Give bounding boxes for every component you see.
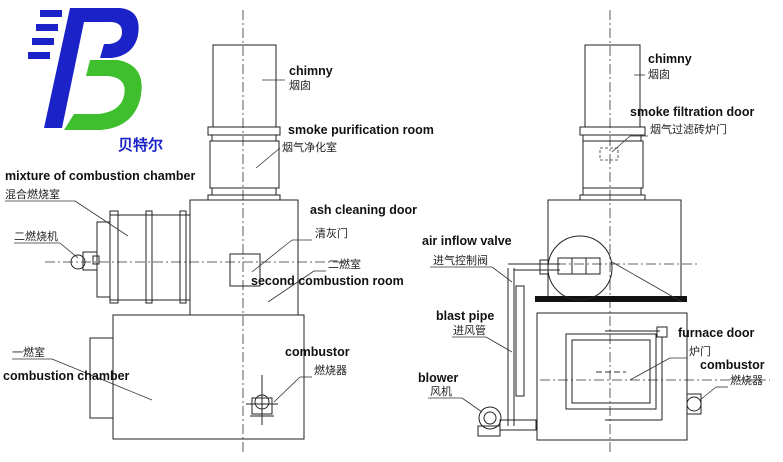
mixture-label-en: mixture of combustion chamber bbox=[5, 169, 195, 183]
second-room-label-cn: 二燃室 bbox=[328, 257, 361, 271]
right-chimney-label-en: chimny bbox=[648, 52, 692, 66]
blower-icon bbox=[477, 406, 537, 437]
secondary-burner-label: 二燃烧机 bbox=[14, 229, 58, 243]
blower-label-en: blower bbox=[418, 371, 458, 385]
blast-pipe bbox=[507, 259, 560, 426]
second-room-label-en: second combustion room bbox=[251, 274, 404, 288]
blast-pipe-label-en: blast pipe bbox=[436, 309, 494, 323]
filtration-label-cn: 烟气过滤砖炉门 bbox=[650, 122, 727, 136]
left-combustor-label-cn: 燃烧器 bbox=[314, 363, 347, 377]
left-purification-room bbox=[209, 140, 280, 189]
left-chimney-label-cn: 烟囱 bbox=[289, 78, 311, 92]
furnace-door bbox=[565, 333, 657, 410]
left-purification-label-en: smoke purification room bbox=[288, 123, 434, 137]
mixture-label-cn: 混合燃烧室 bbox=[5, 187, 60, 201]
logo-text: 贝特尔 bbox=[118, 136, 163, 154]
left-second-combustion-room bbox=[189, 199, 299, 316]
furnace-door-label-en: furnace door bbox=[678, 326, 755, 340]
ash-door-label-cn: 清灰门 bbox=[315, 226, 348, 240]
secondary-burner-icon bbox=[70, 251, 100, 271]
left-chimney bbox=[212, 44, 277, 128]
right-upper-body bbox=[547, 199, 682, 299]
left-mixture-chamber bbox=[109, 214, 191, 301]
left-ash-cleaning-door bbox=[229, 253, 261, 287]
left-combustor-label-en: combustor bbox=[285, 345, 350, 359]
ash-door-label-en: ash cleaning door bbox=[310, 203, 417, 217]
left-first-combustion-chamber bbox=[112, 314, 305, 440]
right-combustor-label-en: combustor bbox=[700, 358, 765, 372]
left-purification-label-cn: 烟气净化室 bbox=[282, 140, 337, 154]
right-chimney-label-cn: 烟囱 bbox=[648, 67, 670, 81]
first-chamber-label-en: combustion chamber bbox=[3, 369, 130, 383]
filtration-label-en: smoke filtration door bbox=[630, 105, 754, 119]
brand-logo: 贝特尔 bbox=[28, 8, 163, 154]
blast-pipe-label-cn: 进风管 bbox=[453, 323, 486, 337]
furnace-door-label-cn: 炉门 bbox=[689, 344, 711, 358]
right-combustor-label-cn: 燃烧器 bbox=[730, 373, 763, 387]
left-elevation-view: chimny 烟囱 smoke purification room 烟气净化室 … bbox=[3, 10, 434, 455]
air-valve-label-en: air inflow valve bbox=[422, 234, 512, 248]
right-lower-body bbox=[536, 312, 688, 441]
blower-label-cn: 风机 bbox=[430, 384, 452, 398]
left-chimney-label-en: chimny bbox=[289, 64, 333, 78]
right-divider-plate bbox=[535, 296, 687, 302]
air-valve-label-cn: 进气控制阀 bbox=[433, 253, 488, 267]
left-combustor-icon bbox=[246, 375, 278, 425]
right-elevation-view: chimny 烟囱 smoke filtration door 烟气过滤砖炉门 … bbox=[418, 10, 770, 455]
right-combustor-icon bbox=[686, 393, 702, 415]
first-chamber-label-cn: 一燃室 bbox=[12, 345, 45, 359]
